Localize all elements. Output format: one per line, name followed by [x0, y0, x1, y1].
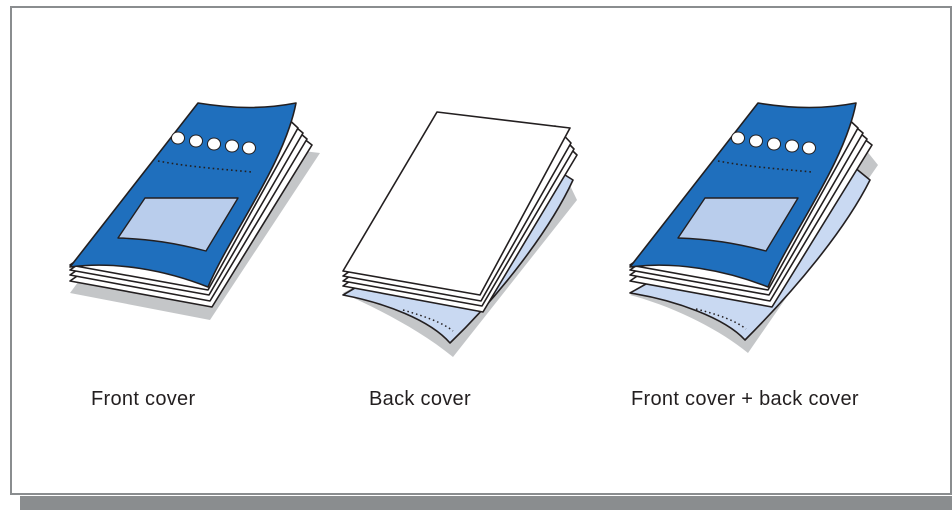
booklet-front-cover-illustration	[60, 95, 330, 315]
panel-shadow	[20, 496, 952, 510]
booklet-back-cover-illustration	[335, 105, 595, 355]
caption-front-and-back-cover: Front cover + back cover	[631, 388, 859, 411]
booklet-front-and-back-cover-illustration	[620, 95, 890, 355]
caption-back-cover: Back cover	[369, 388, 471, 411]
caption-front-cover: Front cover	[91, 388, 195, 411]
